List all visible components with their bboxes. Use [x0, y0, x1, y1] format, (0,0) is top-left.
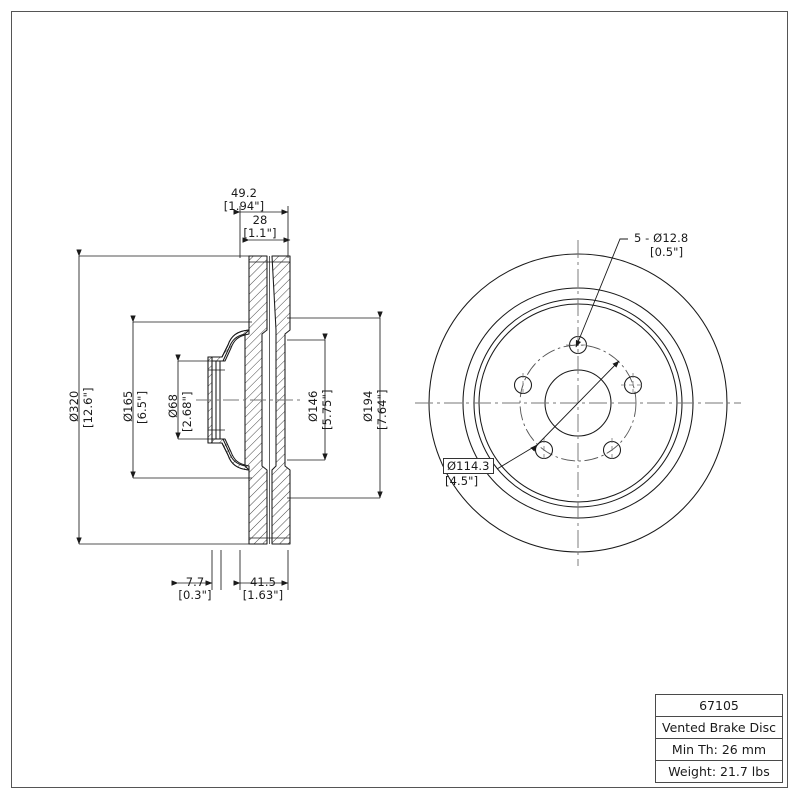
dim-center-bore-mm: Ø68 — [166, 394, 180, 418]
dim-hat-height-inch: [0.3"] — [178, 588, 212, 602]
title-block-weight: Weight: 21.7 lbs — [655, 760, 783, 783]
bolt-hole-leader — [575, 238, 628, 348]
dim-center-bore-inch: [2.68"] — [180, 391, 194, 432]
dim-inner-146-inch: [5.75"] — [320, 389, 334, 430]
title-block-min-thickness: Min Th: 26 mm — [655, 738, 783, 761]
dimension-lines-vertical-right — [287, 311, 383, 499]
dim-offset-inch: [1.63"] — [242, 588, 284, 602]
dim-inner-194-mm: Ø194 — [361, 390, 375, 422]
dim-hat-diameter-mm: Ø165 — [121, 390, 135, 422]
dim-outer-diameter-mm: Ø320 — [67, 390, 81, 422]
callout-bolt-circle: Ø114.3 — [443, 458, 494, 474]
sheet-border — [11, 11, 788, 788]
dim-inner-194-inch: [7.64"] — [375, 389, 389, 430]
dim-disc-thickness-mm: 28 — [252, 213, 268, 227]
dim-overall-width-mm: 49.2 — [230, 186, 257, 200]
dimension-lines-bottom — [171, 550, 289, 590]
bolt-hole-center-marks — [522, 333, 645, 462]
dim-hat-diameter-inch: [6.5"] — [135, 390, 149, 424]
bolt-circle-leader — [496, 360, 620, 470]
title-block: 67105 Vented Brake Disc Min Th: 26 mm We… — [655, 694, 783, 783]
dim-hat-height-mm: 7.7 — [185, 575, 205, 589]
dim-disc-thickness-inch: [1.1"] — [243, 226, 277, 240]
dim-offset-mm: 41.5 — [249, 575, 276, 589]
dim-outer-diameter-inch: [12.6"] — [81, 387, 95, 428]
callout-bolt-circle-inch: [4.5"] — [445, 474, 479, 488]
dim-inner-146-mm: Ø146 — [306, 390, 320, 422]
dimension-lines-vertical — [76, 249, 252, 545]
dimension-lines-top — [233, 206, 291, 258]
callout-bolt-holes-inch: [0.5"] — [650, 245, 684, 259]
dim-overall-width-inch: [1.94"] — [223, 199, 265, 213]
title-block-description: Vented Brake Disc — [655, 716, 783, 739]
title-block-part-number: 67105 — [655, 694, 783, 717]
callout-bolt-holes: 5 - Ø12.8 — [634, 231, 689, 245]
